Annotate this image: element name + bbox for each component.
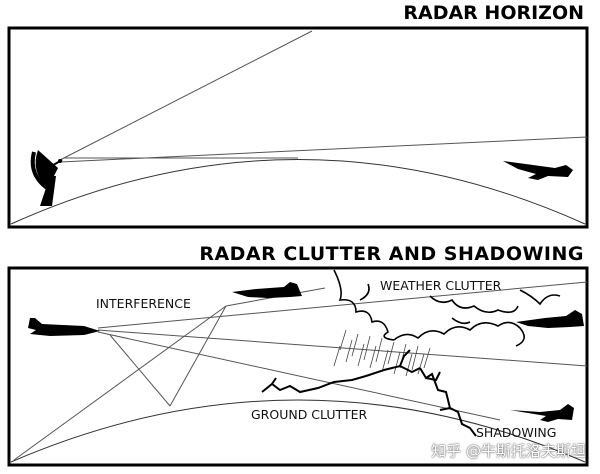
- beam-line-b1: [97, 281, 588, 329]
- interference-label: INTERFERENCE: [96, 296, 191, 311]
- watermark: 知乎 @牛斯托洛夫斯坦: [431, 442, 586, 460]
- interference-line-3: [109, 334, 171, 407]
- ground-clutter-label: GROUND CLUTTER: [251, 407, 368, 422]
- earth-curve-bottom: [10, 399, 586, 463]
- top-panel-frame: [7, 26, 589, 229]
- beam-line-upper: [59, 30, 313, 161]
- aircraft-icon-shadowed: [510, 404, 574, 422]
- weather-clutter-label: WEATHER CLUTTER: [380, 278, 502, 293]
- aircraft-icon-left: [28, 318, 100, 336]
- aircraft-icon-top: [503, 161, 573, 180]
- beam-line-b2: [97, 329, 588, 367]
- bottom-panel-title: RADAR CLUTTER AND SHADOWING: [199, 243, 584, 265]
- bottom-panel-frame: [7, 266, 589, 467]
- ground-clutter-terrain: [261, 349, 477, 437]
- interference-line-1: [13, 305, 227, 461]
- interference-line-2: [169, 305, 227, 407]
- beam-line-b3: [97, 331, 501, 421]
- radar-dish-icon: [30, 150, 63, 206]
- shadowing-label: SHADOWING: [476, 425, 557, 440]
- aircraft-icon-upper: [232, 282, 302, 298]
- earth-curve-top: [10, 159, 586, 225]
- aircraft-icon-right: [516, 310, 584, 328]
- top-panel-title: RADAR HORIZON: [403, 2, 584, 24]
- weather-cloud: [333, 269, 561, 347]
- rain-streaks: [333, 329, 431, 377]
